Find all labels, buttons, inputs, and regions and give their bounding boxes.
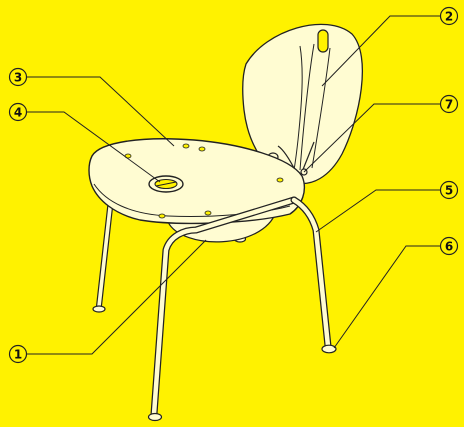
callout-2-number: 2 bbox=[445, 10, 453, 24]
front-glide bbox=[147, 412, 163, 422]
callout-7-number: 7 bbox=[445, 98, 453, 112]
backrest-slot bbox=[317, 29, 329, 53]
callout-2: 2 bbox=[439, 6, 459, 26]
callout-6-number: 6 bbox=[445, 240, 453, 254]
callout-3: 3 bbox=[8, 67, 28, 87]
callout-4: 4 bbox=[8, 102, 28, 122]
callout-1-number: 1 bbox=[14, 348, 22, 362]
leader-1 bbox=[27, 239, 207, 355]
leg-glide bbox=[321, 344, 337, 354]
callout-6: 6 bbox=[439, 236, 459, 256]
frame-crossbar bbox=[147, 196, 298, 422]
callout-7: 7 bbox=[439, 94, 459, 114]
leader-3 bbox=[27, 76, 175, 147]
leader-2 bbox=[321, 15, 440, 87]
callout-4-number: 4 bbox=[14, 106, 22, 120]
callout-5: 5 bbox=[439, 180, 459, 200]
rear-leg bbox=[290, 196, 337, 354]
callout-5-number: 5 bbox=[445, 184, 453, 198]
leader-5 bbox=[315, 189, 440, 233]
leader-7 bbox=[303, 103, 440, 173]
callout-3-number: 3 bbox=[14, 71, 22, 85]
leader-lines bbox=[27, 15, 440, 355]
back-leg-left bbox=[92, 187, 115, 313]
seat-shell bbox=[88, 138, 306, 225]
callout-1: 1 bbox=[8, 344, 28, 364]
seat-handle-hole bbox=[148, 175, 184, 193]
leader-6 bbox=[333, 245, 440, 349]
leader-4 bbox=[27, 111, 161, 183]
